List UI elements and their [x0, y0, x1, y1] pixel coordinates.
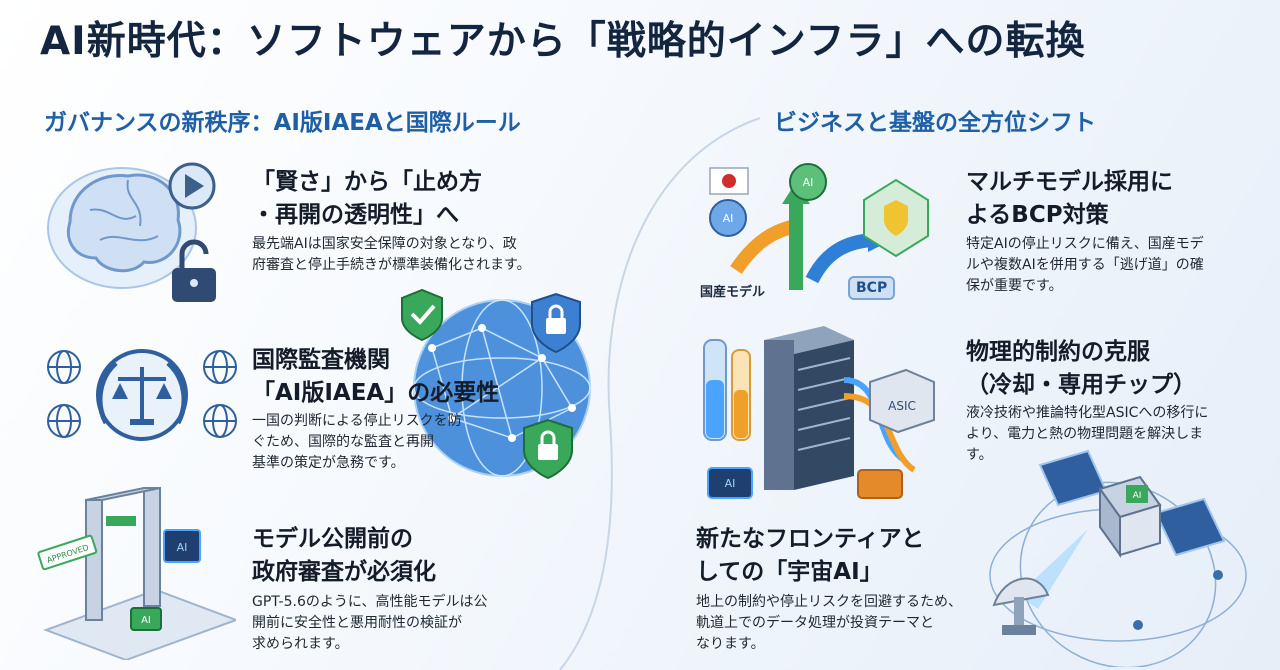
right-item-3-heading: 新たなフロンティアと しての「宇宙AI」 — [696, 526, 925, 585]
left-item-2-heading: 国際監査機関 「AI版IAEA」の必要性 — [252, 347, 500, 406]
domestic-model-label: 国産モデル — [700, 285, 766, 300]
shield-check-icon — [401, 288, 443, 342]
shield-lock-green-icon — [523, 418, 573, 480]
gate-frame — [85, 487, 161, 621]
right-item-1-heading: マルチモデル採用に よるBCP対策 — [966, 169, 1173, 228]
satellite-ai-label: AI — [1133, 491, 1142, 501]
asic-chip-orange-icon — [857, 469, 903, 499]
left-section-heading: ガバナンスの新秩序：AI版IAEAと国際ルール — [44, 110, 521, 136]
solar-panel-icon — [1038, 449, 1226, 557]
left-item-3-body: GPT-5.6のように、高性能モデルは公 開前に安全性と悪用耐性の検証が 求めら… — [252, 594, 488, 652]
right-item-2-heading: 物理的制約の克服 （冷却・専用チップ） — [966, 339, 1196, 398]
coolant-tank-icon — [703, 339, 751, 441]
unlock-icon — [172, 239, 216, 302]
approved-stamp-icon — [37, 534, 98, 571]
scales-of-justice-icon — [96, 349, 188, 441]
japan-flag-icon — [709, 167, 749, 195]
bcp-badge: BCP — [848, 276, 896, 300]
ai-chip-blue-label: AI — [725, 477, 736, 490]
play-icon — [168, 162, 216, 210]
brain-node-left-label: AI — [723, 212, 734, 225]
left-item-2-body: 一国の判断による停止リスクを防 ぐため、国際的な監査と再開 基準の策定が急務です… — [252, 413, 462, 471]
server-rack-icon — [764, 326, 854, 490]
network-globe-illustration — [392, 288, 612, 488]
ai-chip-label: AI — [177, 541, 188, 554]
brain-node-left-icon — [709, 199, 747, 237]
page-title: AI新時代：ソフトウェアから「戦略的インフラ」への転換 — [40, 19, 1086, 64]
asic-label: ASIC — [888, 399, 916, 413]
ground-dish-icon — [992, 577, 1050, 635]
right-section-heading: ビジネスと基盤の全方位シフト — [774, 110, 1096, 136]
left-item-3-heading: モデル公開前の 政府審査が必須化 — [252, 526, 436, 585]
left-item-1-body: 最先端AIは国家安全保障の対象となり、政 府審査と停止手続きが標準装備化されます… — [252, 236, 531, 273]
right-item-2-body: 液冷技術や推論特化型ASICへの移行に より、電力と熱の物理問題を解決しま す。 — [966, 405, 1209, 463]
shield-box-icon — [863, 178, 929, 258]
asic-box-icon — [869, 368, 935, 434]
ai-chip-blue-icon — [707, 467, 753, 499]
brain-node-top-label: AI — [803, 176, 814, 189]
globe-icon — [47, 350, 237, 438]
shield-lock-icon — [531, 292, 581, 354]
satellite-body-icon — [1098, 475, 1162, 559]
brain-node-top-icon — [789, 163, 827, 201]
security-gate-illustration: AI APPROVED AI — [36, 480, 236, 660]
un-emblem-illustration — [42, 345, 242, 445]
right-item-1-body: 特定AIの停止リスクに備え、国産モデ ルや複数AIを併用する「逃げ道」の確 保が… — [966, 236, 1204, 294]
ai-chip-icon — [163, 529, 201, 563]
server-cooling-illustration: ASIC AI — [694, 320, 954, 510]
satellite-illustration: AI — [988, 445, 1258, 667]
left-item-1-heading: 「賢さ」から「止め方 ・再開の透明性」へ — [252, 169, 482, 228]
right-item-3-body: 地上の制約や停止リスクを回避するため、 軌道上でのデータ処理が投資テーマと なり… — [696, 594, 962, 652]
chip-ai-label: AI — [141, 615, 151, 626]
brain-illustration — [40, 150, 230, 310]
multi-model-illustration: AI AI — [696, 160, 936, 310]
